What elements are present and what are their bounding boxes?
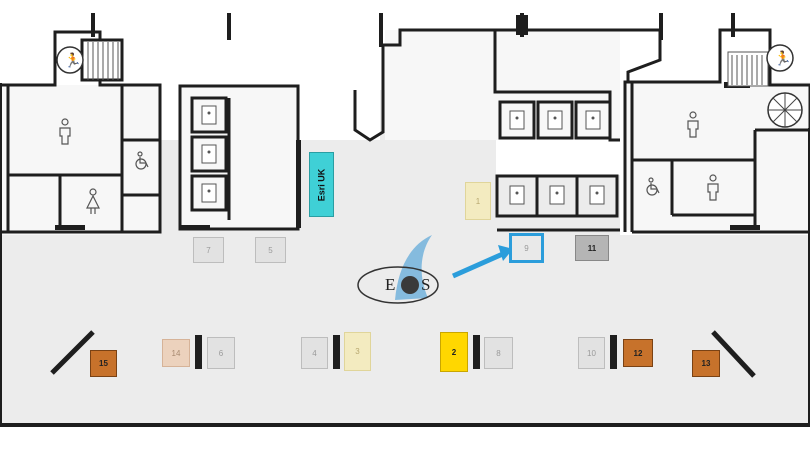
- logo-letter-s: S: [421, 275, 431, 294]
- person-icon: [59, 118, 71, 145]
- booth-11[interactable]: 11: [575, 235, 609, 261]
- stairs-icon: [80, 38, 124, 82]
- wheelchair-icon: [646, 177, 660, 196]
- booth-12[interactable]: 12: [623, 339, 653, 367]
- elevator-icon: [201, 105, 605, 205]
- person-icon: [707, 174, 719, 201]
- booth-4[interactable]: 4: [301, 337, 328, 369]
- booth-esri-uk[interactable]: Esri UK: [309, 152, 334, 217]
- running-man-icon: 🏃: [774, 50, 791, 67]
- spiral-stair-icon: [767, 92, 803, 128]
- booth-13[interactable]: 13: [692, 350, 720, 377]
- booth-esri-uk-label: Esri UK: [316, 168, 327, 201]
- booth-9[interactable]: 9: [509, 233, 544, 263]
- booth-14[interactable]: 14: [162, 339, 190, 367]
- female-icon: [86, 188, 100, 214]
- booth-3[interactable]: 3: [344, 332, 371, 371]
- booth-2[interactable]: 2: [440, 332, 468, 372]
- booth-10[interactable]: 10: [578, 337, 605, 369]
- booth-5[interactable]: 5: [255, 237, 286, 263]
- person-icon: [687, 111, 699, 138]
- logo-letter-e: E: [385, 275, 396, 294]
- stairs-icon: [727, 51, 769, 87]
- booth-1[interactable]: 1: [465, 182, 491, 220]
- eos-logo: [357, 235, 439, 304]
- wheelchair-icon: [135, 151, 149, 170]
- booth-6[interactable]: 6: [207, 337, 235, 369]
- running-man-icon: 🏃: [64, 52, 81, 69]
- booth-15[interactable]: 15: [90, 350, 117, 377]
- booth-7[interactable]: 7: [193, 237, 224, 263]
- booth-8[interactable]: 8: [484, 337, 513, 369]
